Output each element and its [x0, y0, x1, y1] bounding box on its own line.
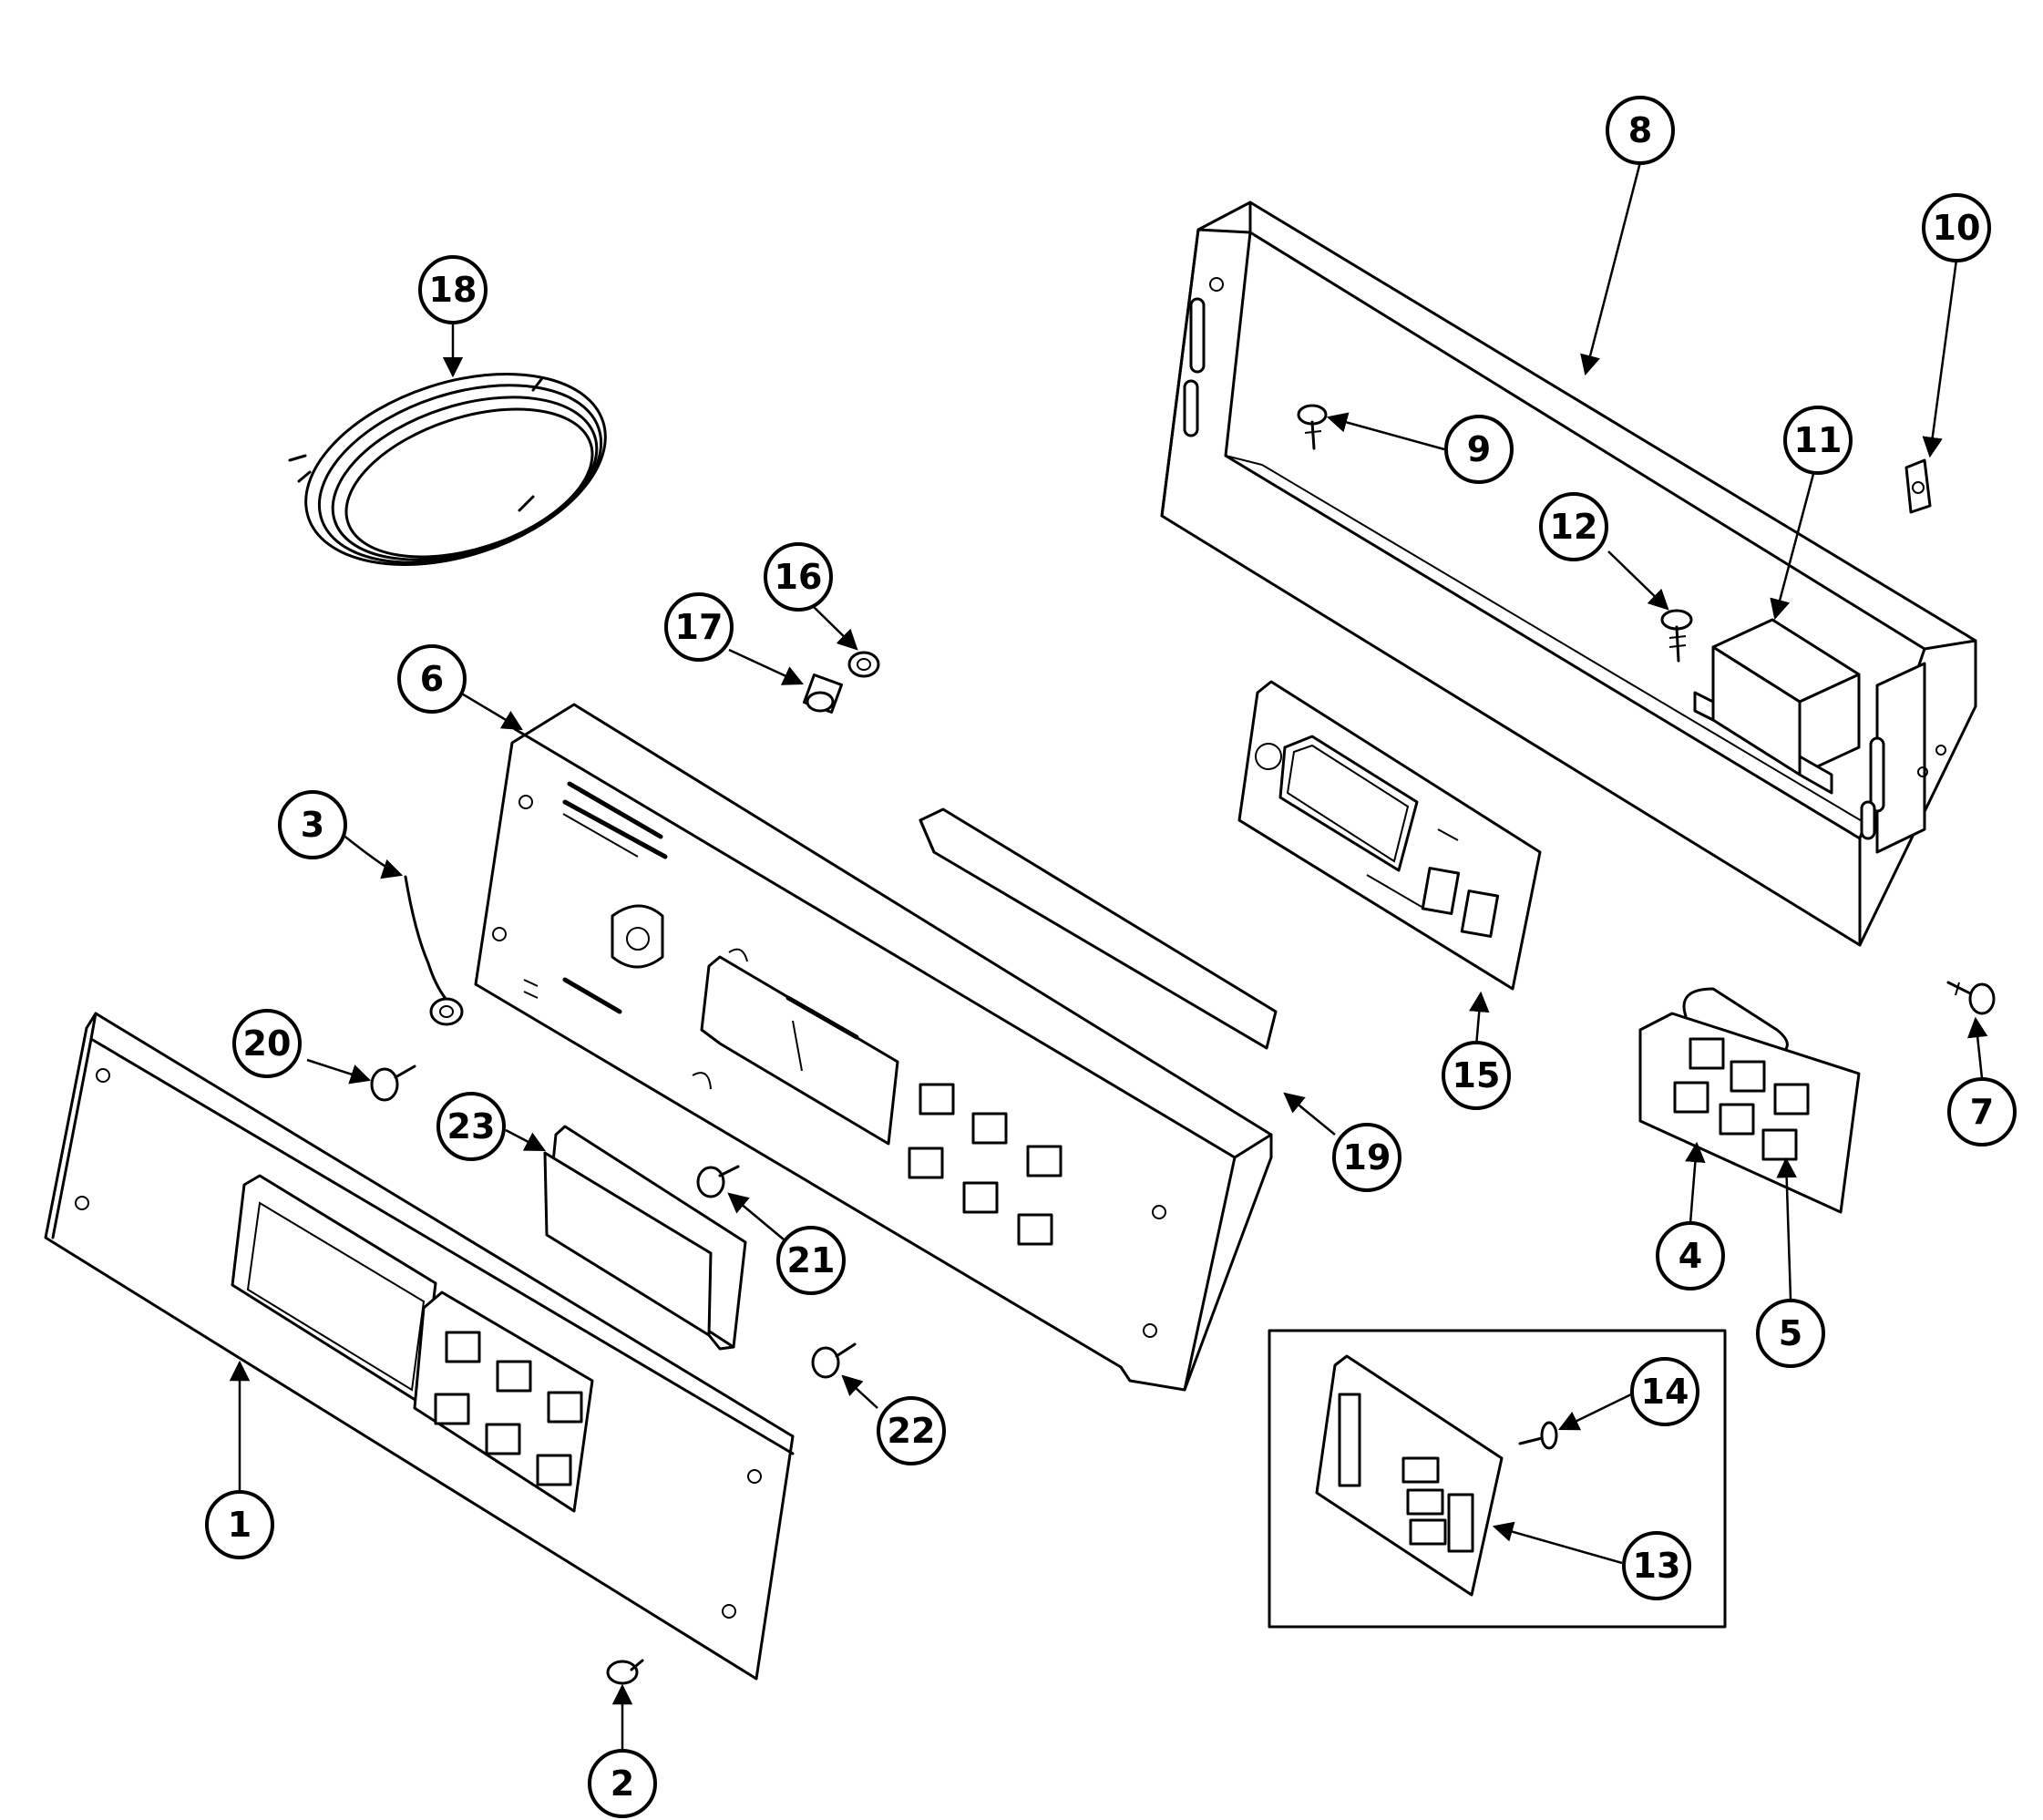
- part-display-board: [1237, 680, 1542, 991]
- svg-text:21: 21: [787, 1240, 836, 1280]
- callout-23: 23: [436, 1092, 506, 1161]
- part-front-panel: [44, 1012, 795, 1681]
- callout-1: 1: [205, 1490, 274, 1559]
- callout-19: 19: [1332, 1123, 1401, 1192]
- svg-text:6: 6: [420, 659, 444, 699]
- svg-text:13: 13: [1633, 1546, 1681, 1586]
- part-screw-9: [1297, 404, 1328, 450]
- svg-text:2: 2: [611, 1763, 634, 1804]
- callout-12: 12: [1539, 492, 1608, 561]
- part-transformer: [1693, 618, 1861, 795]
- part-clip-10: [1904, 458, 1932, 514]
- svg-text:20: 20: [243, 1023, 292, 1064]
- svg-text:12: 12: [1550, 507, 1598, 547]
- part-screw-12: [1660, 609, 1693, 663]
- callout-17: 17: [664, 592, 734, 662]
- part-screw-20: [370, 1064, 416, 1102]
- svg-text:1: 1: [228, 1505, 252, 1545]
- part-keypad-board: [1638, 987, 1861, 1214]
- callout-6: 6: [397, 644, 467, 714]
- callout-15: 15: [1442, 1041, 1511, 1110]
- part-wire-harness: [288, 372, 607, 567]
- part-screw-2: [606, 1659, 644, 1685]
- part-display-window: [543, 1125, 747, 1351]
- callout-22: 22: [877, 1396, 946, 1465]
- callout-16: 16: [764, 542, 833, 612]
- callout-18: 18: [418, 255, 488, 324]
- callout-8: 8: [1606, 96, 1675, 165]
- callout-14: 14: [1630, 1357, 1699, 1426]
- svg-text:16: 16: [775, 557, 823, 597]
- callout-5: 5: [1756, 1299, 1825, 1368]
- callout-2: 2: [588, 1749, 657, 1818]
- svg-text:8: 8: [1628, 110, 1652, 150]
- part-screw-21: [696, 1165, 740, 1198]
- callout-20: 20: [232, 1009, 302, 1078]
- svg-text:10: 10: [1933, 208, 1981, 248]
- part-rear-housing: [1160, 201, 1977, 947]
- svg-text:9: 9: [1467, 429, 1491, 469]
- svg-text:11: 11: [1794, 420, 1843, 460]
- svg-text:17: 17: [675, 607, 724, 647]
- callout-21: 21: [776, 1226, 846, 1295]
- part-spacer-17: [802, 673, 844, 715]
- callout-10: 10: [1922, 193, 1991, 262]
- part-trim-strip: [919, 807, 1278, 1050]
- keypad-switches: [1673, 1037, 1810, 1161]
- backer-button-windows: [908, 1083, 1063, 1246]
- front-button-pads: [434, 1331, 583, 1486]
- callout-7: 7: [1947, 1077, 2017, 1146]
- svg-text:15: 15: [1453, 1055, 1501, 1095]
- part-screw-7: [1946, 981, 1996, 1015]
- svg-text:5: 5: [1779, 1313, 1802, 1353]
- callout-11: 11: [1783, 406, 1853, 475]
- svg-text:18: 18: [429, 270, 477, 310]
- svg-text:3: 3: [301, 805, 324, 845]
- callout-13: 13: [1622, 1531, 1691, 1600]
- svg-text:14: 14: [1641, 1372, 1689, 1412]
- callout-3: 3: [278, 790, 347, 859]
- svg-text:22: 22: [888, 1411, 936, 1451]
- callout-9: 9: [1444, 415, 1514, 484]
- part-screw-22: [811, 1342, 857, 1379]
- part-ground-wire: [404, 875, 464, 1026]
- part-washer-16: [847, 651, 880, 678]
- callout-4: 4: [1656, 1221, 1725, 1290]
- callouts: 1 2 3 4 5 6 7 8 9 10 11 12 13 14 15 16 1…: [205, 96, 2017, 1818]
- svg-text:23: 23: [447, 1106, 496, 1146]
- part-panel-backer: [474, 703, 1273, 1392]
- svg-text:19: 19: [1343, 1137, 1391, 1177]
- inset-box: [1268, 1329, 1727, 1629]
- svg-text:4: 4: [1679, 1236, 1702, 1276]
- svg-text:7: 7: [1970, 1092, 1994, 1132]
